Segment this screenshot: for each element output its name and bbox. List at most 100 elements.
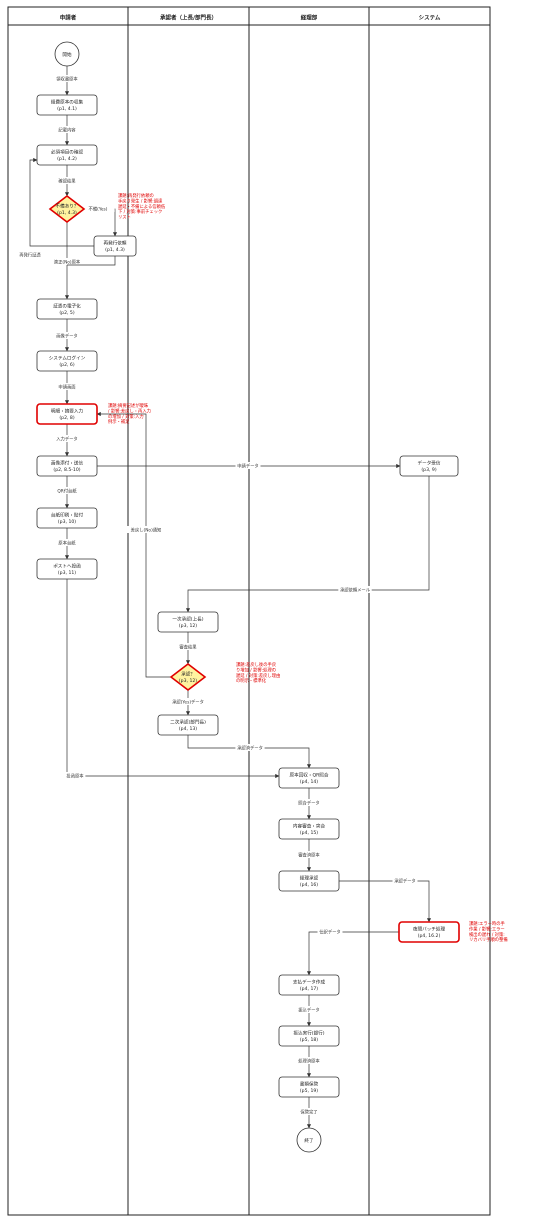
node-label: (p4, 13)	[179, 726, 197, 732]
edge-label: 確認結果	[58, 178, 76, 185]
edge-label-bg	[392, 877, 418, 884]
issue-note-line: 遅延・不備による信頼低	[118, 203, 166, 210]
edge-label-bg	[56, 177, 78, 184]
process-shape	[278, 1076, 340, 1098]
issue-note-line: 課題:エラー時の手	[469, 920, 506, 927]
node-ac4[interactable]: 支払データ作成(p4, 17)	[278, 974, 340, 996]
node-label: (p4, 14)	[300, 779, 318, 785]
node-ac3[interactable]: 経理承認(p4, 16)	[278, 870, 340, 892]
node-label: 経費原本の収集	[51, 99, 84, 106]
issue-note-line: 下 / 対策:事前チェック	[118, 208, 162, 215]
edge-label-bg	[296, 1057, 322, 1064]
node-s2[interactable]: 必須項目の確認(p1, 4.2)	[36, 144, 98, 166]
node-r1[interactable]: 再発行依頼(p1, 4.3)	[93, 235, 137, 257]
process-shape	[399, 455, 459, 477]
node-label: (p4, 17)	[300, 986, 318, 992]
node-start[interactable]: 開始	[54, 41, 80, 67]
node-label: (p1, 4.3)	[57, 210, 77, 216]
edge-label: 照合データ	[298, 800, 319, 807]
node-label: (p3, 12)	[179, 623, 197, 629]
node-s1[interactable]: 経費原本の収集(p1, 4.1)	[36, 94, 98, 116]
process-shape	[398, 921, 460, 943]
edge-label-bg	[56, 126, 78, 133]
node-label: 再発行依頼	[104, 240, 127, 247]
node-s5[interactable]: 明細・摘要入力(p2, 8)	[36, 403, 98, 425]
node-s7[interactable]: 台紙印刷・貼付(p3, 10)	[36, 507, 98, 529]
node-ac6[interactable]: 書類保管(p5, 19)	[278, 1076, 340, 1098]
edge-label-bg	[235, 462, 261, 469]
issue-note-line: リスト	[118, 215, 131, 221]
issue-note-line: 課題:差戻し後の手戻	[236, 661, 277, 668]
edge-label: 承認依頼メール	[340, 587, 371, 594]
node-label: (p4, 16)	[300, 882, 318, 888]
edge-label: 領収書原本	[56, 76, 78, 83]
node-label: 終了	[304, 1137, 314, 1144]
edge-label: 申請画面	[58, 384, 76, 391]
process-shape	[278, 870, 340, 892]
edge-label: 保管完了	[300, 1109, 317, 1116]
node-label: 明細・摘要入力	[51, 408, 84, 415]
node-label: (p2, 8.5-10)	[53, 467, 80, 473]
node-s4[interactable]: システムログイン(p2, 6)	[36, 350, 98, 372]
issue-note-line: 作業 / 影響:エラー	[469, 925, 505, 932]
issue-note-line: 課題:再発行依頼の	[118, 192, 154, 199]
edge-label-bg	[235, 744, 265, 751]
node-label: 承認？	[181, 671, 195, 678]
process-shape	[278, 818, 340, 840]
edge-label-bg	[296, 851, 322, 858]
process-shape	[278, 1025, 340, 1047]
edge-label-bg	[81, 205, 115, 212]
node-ac1[interactable]: 原本回収・QR照合(p4, 14)	[278, 767, 340, 789]
node-d2[interactable]: 承認？(p3, 12)	[169, 662, 207, 692]
edge-label-bg	[56, 383, 78, 390]
node-label: 画像添付・送信	[51, 460, 84, 467]
node-s8[interactable]: ポストへ投函(p3, 11)	[36, 558, 98, 580]
edge-label-bg	[54, 435, 80, 442]
issue-note-line: の増加 / 対策:入力	[108, 413, 144, 420]
node-s3[interactable]: 証憑の電子化(p2, 5)	[36, 298, 98, 320]
edge-label-bg	[296, 799, 322, 806]
node-s6[interactable]: 画像添付・送信(p2, 8.5-10)	[36, 455, 98, 477]
node-ap2[interactable]: 二次承認(部門長)(p4, 13)	[157, 714, 219, 736]
node-label: (p3, 9)	[421, 467, 436, 473]
node-label: (p4, 15)	[300, 830, 318, 836]
node-label: 証憑の電子化	[53, 303, 81, 310]
node-ac5[interactable]: 振込実行(銀行)(p5, 18)	[278, 1025, 340, 1047]
edge-label-bg	[54, 332, 80, 339]
issue-note-line: 遅延 / 対策:差戻し理由	[236, 672, 280, 679]
edge-label-bg	[54, 487, 80, 494]
edge-label: 原本台紙	[58, 540, 76, 547]
node-ap1[interactable]: 一次承認(上長)(p3, 12)	[157, 611, 219, 633]
edge-label: 投函原本	[66, 773, 84, 780]
process-shape	[36, 144, 98, 166]
issue-note-line: 手戻り発生 / 影響:調達	[118, 197, 163, 204]
edge-label-bg	[296, 1006, 322, 1013]
node-label: 台紙印刷・貼付	[51, 512, 84, 519]
node-sysA[interactable]: データ受信(p3, 9)	[399, 455, 459, 477]
node-label: 支払データ作成	[293, 979, 326, 986]
edge-line	[185, 476, 430, 613]
lane-header-system: システム	[419, 15, 441, 22]
edge-label-bg	[125, 526, 167, 533]
edge-label: QR付台紙	[57, 488, 77, 495]
node-label: (p5, 19)	[300, 1088, 318, 1094]
edge-label-bg	[48, 258, 86, 265]
node-label: (p1, 4.1)	[57, 106, 77, 112]
edge-label: 振込データ	[298, 1007, 319, 1014]
issue-note-line: り増加 / 影響:処理の	[236, 666, 276, 673]
edge-line	[306, 931, 399, 976]
node-ac2[interactable]: 内容審査・突合(p4, 15)	[278, 818, 340, 840]
node-sysB[interactable]: 夜間バッチ処理(p4, 16.2)	[398, 921, 460, 943]
edge-line	[84, 208, 118, 237]
edge-line	[96, 411, 171, 678]
node-end[interactable]: 終了	[296, 1127, 322, 1153]
lane-header-applicant: 申請者	[60, 14, 77, 22]
edge-label-bg	[317, 928, 343, 935]
edge-label-bg	[64, 772, 86, 779]
process-shape	[36, 455, 98, 477]
node-d1[interactable]: 不備あり？(p1, 4.3)	[48, 194, 86, 224]
edge-label: 審査済原本	[298, 852, 320, 859]
